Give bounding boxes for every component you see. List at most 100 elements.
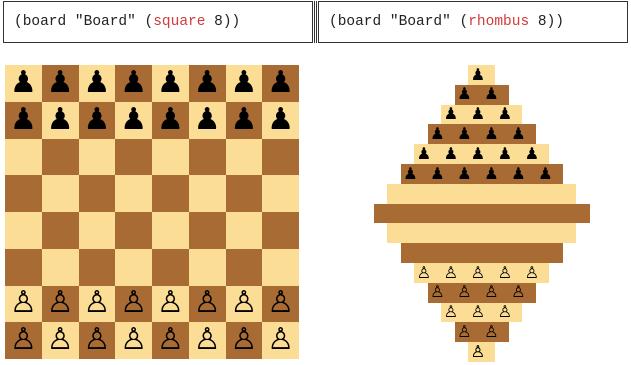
black-pawn-icon[interactable]: ♟ bbox=[115, 105, 152, 135]
board-square-cell[interactable] bbox=[5, 175, 42, 212]
board-square-cell[interactable] bbox=[115, 175, 152, 212]
board-square-cell[interactable] bbox=[189, 175, 226, 212]
white-pawn-icon[interactable]: ♙ bbox=[441, 265, 461, 281]
black-pawn-icon[interactable]: ♟ bbox=[189, 68, 226, 98]
white-pawn-icon[interactable]: ♙ bbox=[468, 304, 488, 320]
board-rhombus-cell[interactable] bbox=[482, 243, 509, 263]
white-pawn-icon[interactable]: ♙ bbox=[42, 325, 79, 355]
black-pawn-icon[interactable]: ♟ bbox=[262, 105, 299, 135]
white-pawn-icon[interactable]: ♙ bbox=[189, 325, 226, 355]
board-rhombus-cell[interactable] bbox=[468, 184, 495, 204]
board-rhombus-cell[interactable] bbox=[455, 204, 482, 224]
board-square-cell[interactable] bbox=[5, 139, 42, 176]
board-square-cell[interactable] bbox=[42, 139, 79, 176]
black-pawn-icon[interactable]: ♟ bbox=[468, 146, 488, 162]
black-pawn-icon[interactable]: ♟ bbox=[428, 126, 448, 142]
black-pawn-icon[interactable]: ♟ bbox=[226, 68, 263, 98]
black-pawn-icon[interactable]: ♟ bbox=[509, 126, 529, 142]
board-square-cell[interactable] bbox=[226, 249, 263, 286]
board-square-cell[interactable] bbox=[115, 249, 152, 286]
white-pawn-icon[interactable]: ♙ bbox=[428, 284, 448, 300]
white-pawn-icon[interactable]: ♙ bbox=[414, 265, 434, 281]
board-rhombus-cell[interactable] bbox=[509, 204, 536, 224]
white-pawn-icon[interactable]: ♙ bbox=[495, 304, 515, 320]
white-pawn-icon[interactable]: ♙ bbox=[5, 325, 42, 355]
board-rhombus-cell[interactable] bbox=[495, 223, 522, 243]
black-pawn-icon[interactable]: ♟ bbox=[495, 146, 515, 162]
white-pawn-icon[interactable]: ♙ bbox=[226, 288, 263, 318]
black-pawn-icon[interactable]: ♟ bbox=[482, 126, 502, 142]
white-pawn-icon[interactable]: ♙ bbox=[79, 325, 116, 355]
board-square-cell[interactable] bbox=[115, 212, 152, 249]
black-pawn-icon[interactable]: ♟ bbox=[42, 105, 79, 135]
board-square-cell[interactable] bbox=[5, 249, 42, 286]
black-pawn-icon[interactable]: ♟ bbox=[152, 105, 189, 135]
board-square-cell[interactable] bbox=[79, 212, 116, 249]
board-square-cell[interactable] bbox=[152, 175, 189, 212]
board-rhombus-cell[interactable] bbox=[414, 184, 441, 204]
white-pawn-icon[interactable]: ♙ bbox=[468, 265, 488, 281]
board-square-cell[interactable] bbox=[262, 212, 299, 249]
board-rhombus-cell[interactable] bbox=[549, 223, 576, 243]
board-rhombus-cell[interactable] bbox=[495, 184, 522, 204]
black-pawn-icon[interactable]: ♟ bbox=[509, 166, 529, 182]
board-square-cell[interactable] bbox=[226, 139, 263, 176]
black-pawn-icon[interactable]: ♟ bbox=[482, 86, 502, 102]
board-rhombus-cell[interactable] bbox=[401, 204, 428, 224]
black-pawn-icon[interactable]: ♟ bbox=[441, 146, 461, 162]
board-square-cell[interactable] bbox=[262, 249, 299, 286]
board-rhombus-cell[interactable] bbox=[428, 204, 455, 224]
black-pawn-icon[interactable]: ♟ bbox=[495, 106, 515, 122]
white-pawn-icon[interactable]: ♙ bbox=[79, 288, 116, 318]
white-pawn-icon[interactable]: ♙ bbox=[509, 284, 529, 300]
board-rhombus-cell[interactable] bbox=[441, 184, 468, 204]
white-pawn-icon[interactable]: ♙ bbox=[115, 288, 152, 318]
board-square-cell[interactable] bbox=[189, 139, 226, 176]
board-rhombus-cell[interactable] bbox=[428, 243, 455, 263]
black-pawn-icon[interactable]: ♟ bbox=[226, 105, 263, 135]
black-pawn-icon[interactable]: ♟ bbox=[262, 68, 299, 98]
board-rhombus-cell[interactable] bbox=[549, 184, 576, 204]
board-square-cell[interactable] bbox=[189, 212, 226, 249]
board-rhombus-cell[interactable] bbox=[387, 184, 414, 204]
board-rhombus-cell[interactable] bbox=[536, 204, 563, 224]
black-pawn-icon[interactable]: ♟ bbox=[468, 106, 488, 122]
white-pawn-icon[interactable]: ♙ bbox=[455, 284, 475, 300]
black-pawn-icon[interactable]: ♟ bbox=[42, 68, 79, 98]
board-rhombus-cell[interactable] bbox=[482, 204, 509, 224]
board-square-cell[interactable] bbox=[42, 212, 79, 249]
board-square-cell[interactable] bbox=[262, 175, 299, 212]
black-pawn-icon[interactable]: ♟ bbox=[428, 166, 448, 182]
board-rhombus-cell[interactable] bbox=[374, 204, 401, 224]
board-rhombus-cell[interactable] bbox=[522, 223, 549, 243]
board-rhombus-cell[interactable] bbox=[563, 204, 590, 224]
black-pawn-icon[interactable]: ♟ bbox=[79, 105, 116, 135]
black-pawn-icon[interactable]: ♟ bbox=[455, 86, 475, 102]
black-pawn-icon[interactable]: ♟ bbox=[455, 166, 475, 182]
board-square-cell[interactable] bbox=[262, 139, 299, 176]
board-square-cell[interactable] bbox=[152, 139, 189, 176]
board-rhombus-cell[interactable] bbox=[522, 184, 549, 204]
white-pawn-icon[interactable]: ♙ bbox=[5, 288, 42, 318]
black-pawn-icon[interactable]: ♟ bbox=[115, 68, 152, 98]
board-square-cell[interactable] bbox=[79, 249, 116, 286]
white-pawn-icon[interactable]: ♙ bbox=[115, 325, 152, 355]
black-pawn-icon[interactable]: ♟ bbox=[536, 166, 556, 182]
black-pawn-icon[interactable]: ♟ bbox=[522, 146, 542, 162]
black-pawn-icon[interactable]: ♟ bbox=[441, 106, 461, 122]
white-pawn-icon[interactable]: ♙ bbox=[262, 325, 299, 355]
white-pawn-icon[interactable]: ♙ bbox=[226, 325, 263, 355]
board-rhombus-cell[interactable] bbox=[441, 223, 468, 243]
white-pawn-icon[interactable]: ♙ bbox=[482, 284, 502, 300]
white-pawn-icon[interactable]: ♙ bbox=[189, 288, 226, 318]
board-rhombus-cell[interactable] bbox=[455, 243, 482, 263]
board-rhombus-cell[interactable] bbox=[468, 223, 495, 243]
white-pawn-icon[interactable]: ♙ bbox=[468, 344, 488, 360]
black-pawn-icon[interactable]: ♟ bbox=[482, 166, 502, 182]
board-rhombus-cell[interactable] bbox=[414, 223, 441, 243]
board-square-cell[interactable] bbox=[226, 212, 263, 249]
board-square-cell[interactable] bbox=[42, 175, 79, 212]
board-rhombus-cell[interactable] bbox=[401, 243, 428, 263]
black-pawn-icon[interactable]: ♟ bbox=[5, 105, 42, 135]
white-pawn-icon[interactable]: ♙ bbox=[482, 324, 502, 340]
